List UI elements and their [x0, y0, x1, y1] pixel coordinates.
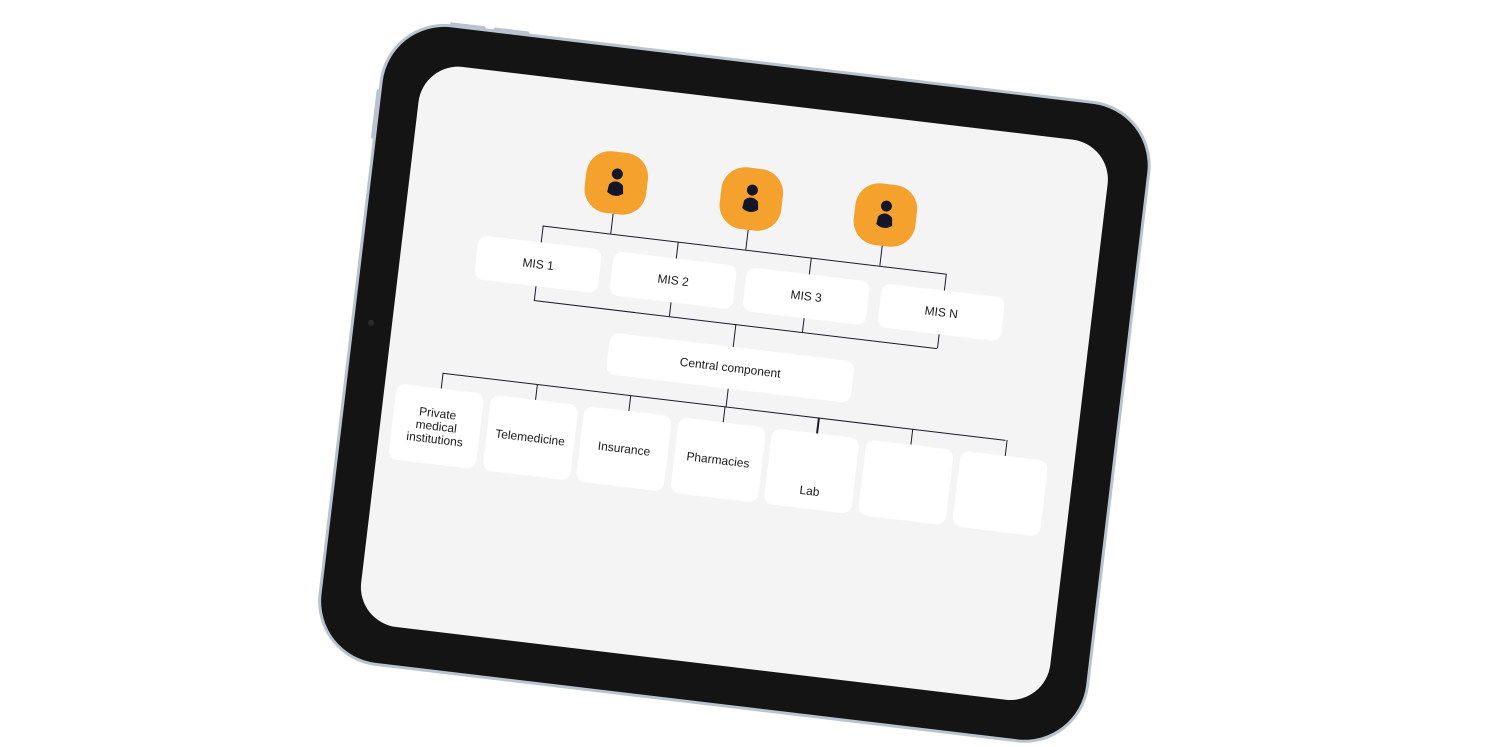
volume-button	[493, 27, 530, 36]
consumer-box: Pharmacies	[669, 416, 767, 503]
person-icon	[607, 168, 624, 196]
connector-line	[533, 285, 537, 301]
connector-line	[801, 317, 806, 333]
person-icon	[876, 200, 893, 228]
connector-line	[668, 301, 672, 317]
tablet-screen: MIS 1 MIS 2 MIS 3 MIS N Central componen…	[356, 62, 1113, 705]
mis-box: MIS 3	[742, 267, 871, 326]
power-button	[370, 88, 381, 140]
mis-label: MIS 2	[656, 271, 690, 289]
mis-box: MIS 2	[608, 251, 738, 310]
connector-line	[937, 333, 941, 349]
volume-button	[449, 22, 486, 31]
connector-line	[879, 245, 884, 266]
person-icon	[742, 184, 759, 213]
camera	[367, 319, 375, 327]
connector-line	[732, 324, 737, 349]
tablet-frame: MIS 1 MIS 2 MIS 3 MIS N Central componen…	[314, 20, 1155, 747]
connector-line	[722, 406, 726, 423]
connector-line	[540, 225, 545, 244]
mis-label: MIS 1	[521, 254, 555, 273]
connector-line	[675, 241, 680, 260]
consumer-box: Private medical institutions	[388, 383, 485, 470]
consumer-label: Pharmacies	[685, 448, 751, 471]
mis-box: MIS N	[877, 283, 1006, 342]
connector-line	[1004, 439, 1008, 456]
consumer-box	[857, 439, 955, 526]
connector-line	[910, 428, 914, 445]
connector-line	[534, 383, 538, 400]
consumer-box: Insurance	[575, 405, 673, 492]
user-avatar	[581, 148, 651, 218]
mis-label: MIS N	[923, 302, 959, 321]
mis-label: MIS 3	[789, 286, 823, 305]
connector-line	[440, 372, 444, 389]
consumer-label: Private medical institutions	[405, 403, 464, 450]
connector-line	[808, 257, 813, 276]
connector-line	[610, 213, 614, 234]
consumer-label: Telemedicine	[494, 425, 566, 449]
consumer-box	[951, 450, 1049, 537]
central-label: Central component	[679, 354, 782, 381]
consumer-box: Lab	[763, 428, 861, 515]
connector-line	[816, 417, 820, 434]
connector-line	[745, 229, 749, 250]
central-component-box: Central component	[605, 332, 855, 404]
mis-box: MIS 1	[473, 235, 603, 294]
consumer-label: Insurance	[597, 438, 652, 459]
connector-line	[725, 388, 730, 407]
consumer-label: Lab	[798, 482, 821, 499]
connector-line	[628, 395, 632, 412]
user-avatar	[850, 180, 920, 250]
connector-line	[943, 273, 948, 292]
user-avatar	[716, 164, 786, 234]
